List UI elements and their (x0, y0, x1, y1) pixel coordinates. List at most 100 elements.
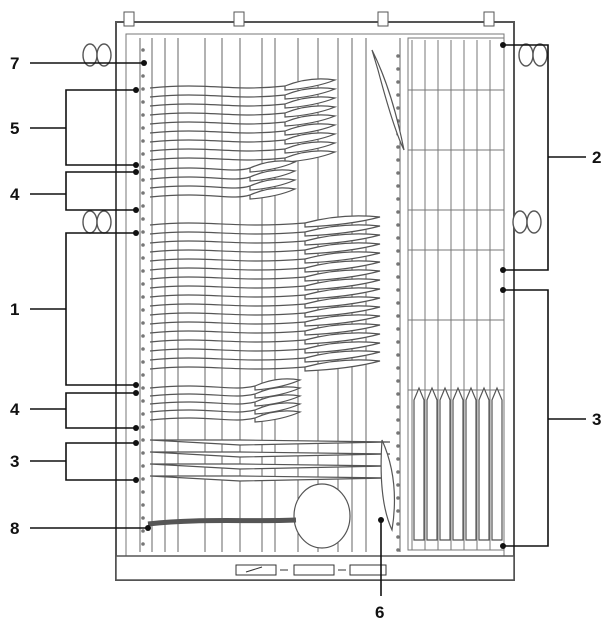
rail-hole (141, 308, 145, 312)
cutlery-handle (149, 385, 256, 389)
cutlery-handle (149, 157, 286, 161)
callout-lines (30, 42, 586, 596)
cutlery-handle (149, 240, 306, 244)
rail-hole (396, 431, 400, 435)
basket-item (439, 386, 451, 541)
cutlery-handle (149, 176, 251, 180)
rail-hole (141, 126, 145, 130)
rail-hole (141, 386, 145, 390)
rail-hole (396, 145, 400, 149)
cutlery-head (304, 224, 381, 237)
cutlery-head (249, 187, 298, 200)
cutlery-handle (149, 258, 306, 262)
rail-hole (396, 444, 400, 448)
rail-hole (396, 288, 400, 292)
cutlery-head (284, 96, 338, 109)
rail-hole (396, 405, 400, 409)
rail-hole (141, 347, 145, 351)
rail-hole (396, 184, 400, 188)
callout-2: 2 (592, 148, 601, 167)
rail-hole (141, 178, 145, 182)
cutlery-head (304, 296, 381, 309)
rail-hole (141, 282, 145, 286)
cutlery-handle (149, 94, 286, 98)
cutlery-head (284, 105, 338, 118)
cutlery-head (249, 178, 298, 191)
cutlery-head (304, 314, 381, 327)
cutlery-head (304, 269, 381, 282)
cutlery-head (249, 169, 298, 182)
cutlery-head (304, 233, 381, 246)
cutlery-head (254, 378, 303, 391)
cutlery-head (304, 260, 381, 273)
cutlery-head (304, 242, 381, 255)
rail-hole (396, 223, 400, 227)
rail-hole (396, 54, 400, 58)
cutlery-head (284, 150, 338, 163)
callout-1: 1 (10, 300, 19, 319)
callout-3-left: 3 (10, 452, 19, 471)
ladle-handle (147, 517, 297, 527)
rack-frame (115, 11, 515, 581)
rail-hole (396, 327, 400, 331)
rail-hole (396, 509, 400, 513)
cutlery-head (254, 402, 303, 415)
cutlery-handle (149, 303, 306, 307)
rail-hole (141, 165, 145, 169)
cutlery-handle (149, 409, 256, 413)
basket-item (452, 386, 464, 541)
rail-hole (396, 275, 400, 279)
cutlery-handle (149, 285, 306, 289)
rail-hole (141, 490, 145, 494)
rail-hole (396, 197, 400, 201)
basket-item (465, 386, 477, 541)
callout-4-lower: 4 (10, 400, 20, 419)
cutlery-handle (149, 321, 306, 325)
rail-hole (141, 321, 145, 325)
basket-body (407, 37, 505, 551)
rail-hole (396, 548, 400, 552)
callout-8: 8 (10, 519, 19, 538)
cutlery-head (284, 114, 338, 127)
arrow-icon (235, 564, 387, 576)
callout-3-right: 3 (592, 410, 601, 429)
rail-hole (396, 249, 400, 253)
cutlery-head (304, 332, 381, 345)
knife (149, 475, 391, 482)
rail-hole (396, 301, 400, 305)
serving-utensil (371, 49, 405, 151)
cutlery-head (304, 305, 381, 318)
cutlery-head (249, 160, 298, 173)
cutlery-head (304, 215, 381, 228)
cutlery-basket (407, 37, 505, 551)
rail-hole (141, 399, 145, 403)
knife (149, 439, 391, 446)
rail-hole (141, 217, 145, 221)
rail-hole (141, 438, 145, 442)
cutlery-handle (149, 393, 256, 397)
rail-hole (141, 152, 145, 156)
rail-hole (396, 158, 400, 162)
cutlery-handle (149, 139, 286, 143)
cutlery-handle (149, 357, 306, 361)
basket-item (491, 386, 503, 541)
cutlery-handle (149, 417, 256, 421)
cutlery-handle (149, 339, 306, 343)
cutlery-handle (149, 148, 286, 152)
callout-4-upper: 4 (10, 185, 20, 204)
rail-hole (396, 470, 400, 474)
cutlery-handle (149, 112, 286, 116)
rail-hole (396, 106, 400, 110)
rail-hole (141, 74, 145, 78)
rail-hole (141, 425, 145, 429)
rail-hole (396, 457, 400, 461)
cutlery-handle (149, 85, 286, 89)
rack-knobs (82, 43, 548, 234)
cutlery-handle (149, 167, 251, 171)
rail-hole (396, 171, 400, 175)
rail-hole (141, 204, 145, 208)
cutlery-handle (149, 130, 286, 134)
cutlery-head (304, 278, 381, 291)
cutlery-head (284, 78, 338, 91)
rail-hole (396, 314, 400, 318)
